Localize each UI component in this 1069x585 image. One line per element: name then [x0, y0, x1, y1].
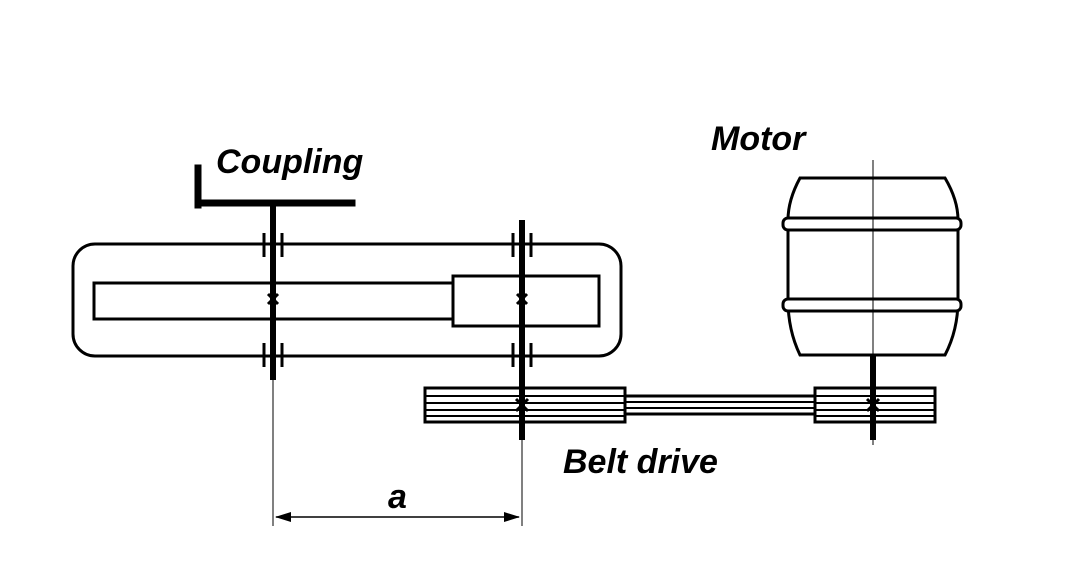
- belt-drive-label: Belt drive: [563, 443, 718, 481]
- output-shaft: [262, 204, 284, 380]
- driven-pulley-axis-cross: [514, 397, 530, 413]
- dimension-a: [272, 380, 523, 526]
- coupling-label: Coupling: [216, 143, 364, 181]
- drive-pulley-axis-cross: [865, 397, 881, 413]
- motor-body: [781, 176, 963, 357]
- input-shaft-axis-cross: [515, 292, 529, 306]
- small-gear: [451, 274, 601, 328]
- belt: [625, 394, 815, 416]
- coupling-symbol: [194, 164, 356, 209]
- output-shaft-axis-cross: [266, 292, 280, 306]
- motor-label: Motor: [711, 120, 807, 158]
- distance-label: a: [388, 478, 407, 516]
